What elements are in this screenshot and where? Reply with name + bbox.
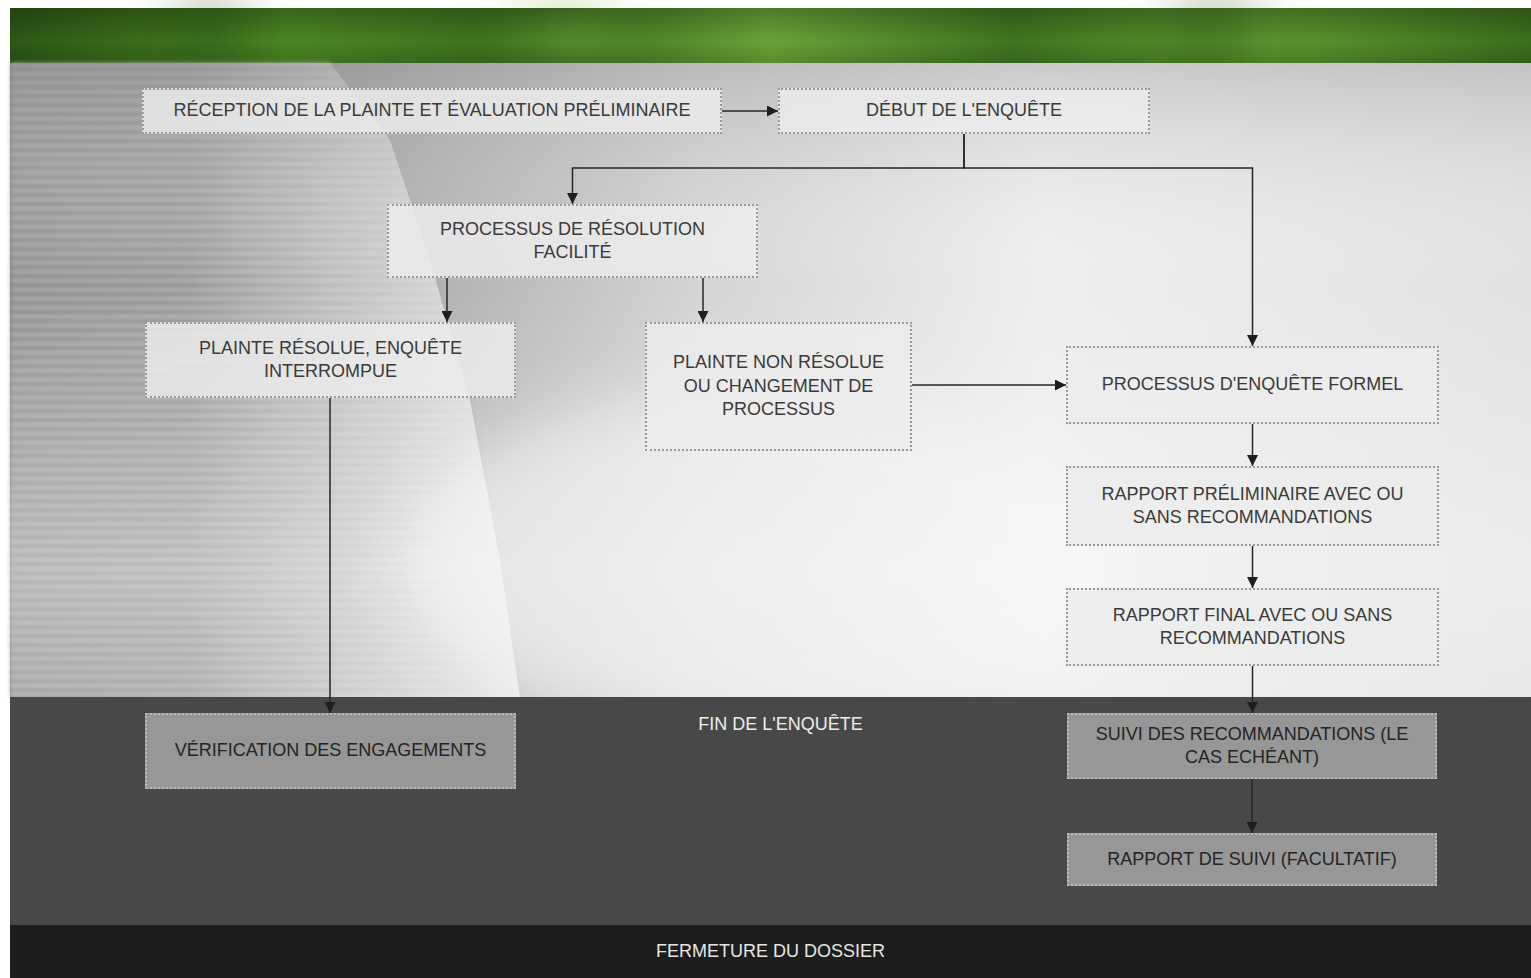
green-banner — [10, 8, 1531, 63]
photo-shade — [10, 63, 1531, 697]
process-box: DÉBUT DE L'ENQUÊTE — [778, 88, 1150, 134]
node-label: PROCESSUS DE RÉSOLUTION FACILITÉ — [401, 218, 744, 265]
photo-ground — [10, 63, 1531, 697]
node-label: FIN DE L'ENQUÊTE — [698, 713, 862, 736]
report-box: RAPPORT PRÉLIMINAIRE AVEC OU SANS RECOMM… — [1066, 466, 1439, 546]
flow-arrow — [329, 398, 331, 713]
flow-arrow — [1252, 546, 1254, 588]
node-label: VÉRIFICATION DES ENGAGEMENTS — [159, 739, 502, 762]
flow-arrow — [573, 134, 965, 204]
flow-arrow — [1252, 424, 1254, 466]
node-label: RAPPORT DE SUIVI (FACULTATIF) — [1081, 848, 1423, 871]
node-label: RAPPORT FINAL AVEC OU SANS RECOMMANDATIO… — [1080, 604, 1425, 651]
closing-band: FERMETURE DU DOSSIER — [10, 925, 1531, 978]
report-box: RAPPORT FINAL AVEC OU SANS RECOMMANDATIO… — [1066, 588, 1439, 666]
node-label: PLAINTE NON RÉSOLUE OU CHANGEMENT DE PRO… — [659, 351, 898, 421]
node-label: FERMETURE DU DOSSIER — [10, 940, 1531, 963]
follow-up-box: SUIVI DES RECOMMANDATIONS (LE CAS ECHÉAN… — [1067, 713, 1437, 779]
node-label: PLAINTE RÉSOLUE, ENQUÊTE INTERROMPUE — [159, 337, 502, 384]
flow-arrow — [702, 278, 704, 322]
node-label: DÉBUT DE L'ENQUÊTE — [792, 99, 1136, 122]
node-label: RÉCEPTION DE LA PLAINTE ET ÉVALUATION PR… — [156, 99, 708, 122]
node-label: RAPPORT PRÉLIMINAIRE AVEC OU SANS RECOMM… — [1080, 483, 1425, 530]
follow-up-box: RAPPORT DE SUIVI (FACULTATIF) — [1067, 833, 1437, 886]
process-box: PROCESSUS D'ENQUÊTE FORMEL — [1066, 346, 1439, 424]
node-label: PROCESSUS D'ENQUÊTE FORMEL — [1080, 373, 1425, 396]
node-label: SUIVI DES RECOMMANDATIONS (LE CAS ECHÉAN… — [1081, 723, 1423, 770]
flow-arrow — [722, 110, 778, 112]
process-box: PROCESSUS DE RÉSOLUTION FACILITÉ — [387, 204, 758, 278]
flow-arrow — [912, 384, 1066, 386]
process-box: RÉCEPTION DE LA PLAINTE ET ÉVALUATION PR… — [142, 88, 722, 134]
flow-arrow — [446, 278, 448, 322]
outcome-box: PLAINTE RÉSOLUE, ENQUÊTE INTERROMPUE — [145, 322, 516, 398]
banner-shade — [10, 8, 1531, 63]
follow-up-box: VÉRIFICATION DES ENGAGEMENTS — [145, 713, 516, 789]
outcome-box: PLAINTE NON RÉSOLUE OU CHANGEMENT DE PRO… — [645, 322, 912, 451]
phase-band: FIN DE L'ENQUÊTE VÉRIFICATION DES ENGAGEM… — [10, 697, 1531, 925]
flow-arrow — [964, 134, 1253, 346]
